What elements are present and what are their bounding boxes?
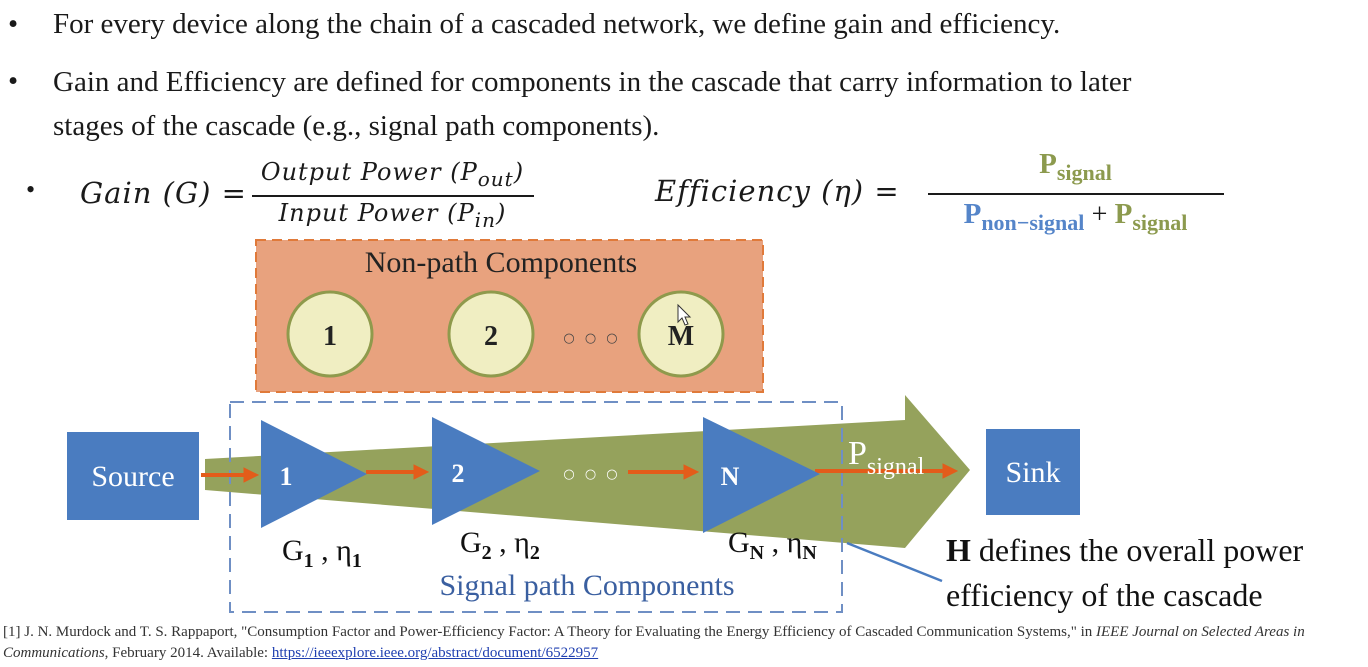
non-path-node-1-label: 1 [323, 321, 337, 352]
amplifier-2-label: 2 [452, 459, 465, 488]
gain-numerator: Output Power (Pout) [260, 158, 525, 191]
efficiency-fraction-line [928, 193, 1224, 195]
reference-footnote: [1] J. N. Murdock and T. S. Rappaport, "… [3, 624, 1305, 661]
bullet-2-line-2: stages of the cascade (e.g., signal path… [53, 110, 660, 142]
reference-link[interactable]: https://ieeexplore.ieee.org/abstract/doc… [271, 645, 599, 661]
source-box [67, 432, 199, 520]
efficiency-numerator: Psignal [1039, 148, 1112, 185]
signal-flow-arrow [205, 395, 970, 548]
arrow-label: Psignal [848, 435, 925, 480]
bullet-3-dot: • [26, 175, 36, 204]
non-path-node-m-label: M [668, 321, 694, 352]
non-path-node-2-label: 2 [484, 321, 498, 352]
gain-lhs: Gain (G) = [80, 176, 247, 210]
amplifier-n-label: N [721, 462, 740, 491]
amplifier-n: N [703, 417, 820, 533]
caption-pointer-line [846, 541, 943, 583]
amplifier-1: 1 [261, 420, 367, 528]
efficiency-denominator: Pnon−signal + Psignal [963, 198, 1188, 235]
bullet-2-text: Gain and Efficiency are defined for comp… [53, 60, 1131, 148]
bullet-2-line-1: Gain and Efficiency are defined for comp… [53, 66, 1132, 98]
amp-2-gain-eta: G2 , η2 [460, 526, 540, 564]
overall-efficiency-caption: H defines the overall power efficiency o… [946, 532, 1304, 613]
source-label: Source [91, 460, 174, 493]
bullet-dot: • [8, 65, 19, 97]
mouse-cursor-icon [677, 303, 692, 326]
signal-path-box [229, 401, 843, 613]
non-path-node-1: 1 [286, 290, 374, 378]
amp-n-gain-eta: GN , ηN [728, 526, 817, 564]
amplifier-2: 2 [432, 417, 540, 525]
signal-path-title: Signal path Components [440, 569, 735, 602]
bullet-dot: • [8, 8, 19, 40]
non-path-node-m: M [637, 290, 725, 378]
orange-arrows [201, 463, 959, 483]
signal-ellipsis: ○ ○ ○ [563, 467, 620, 482]
amplifier-1-label: 1 [280, 462, 293, 491]
sink-label: Sink [1005, 456, 1060, 489]
non-path-ellipsis: ○ ○ ○ [563, 331, 620, 346]
non-path-node-2: 2 [447, 290, 535, 378]
gain-denominator: Input Power (Pin) [278, 199, 507, 232]
sink-box [986, 429, 1080, 515]
bullet-1-text: For every device along the chain of a ca… [53, 8, 1061, 40]
gain-fraction-line [252, 195, 534, 197]
amp-1-gain-eta: G1 , η1 [282, 534, 362, 572]
non-path-title: Non-path Components [365, 246, 637, 279]
efficiency-lhs: Efficiency (η) = [655, 174, 900, 208]
